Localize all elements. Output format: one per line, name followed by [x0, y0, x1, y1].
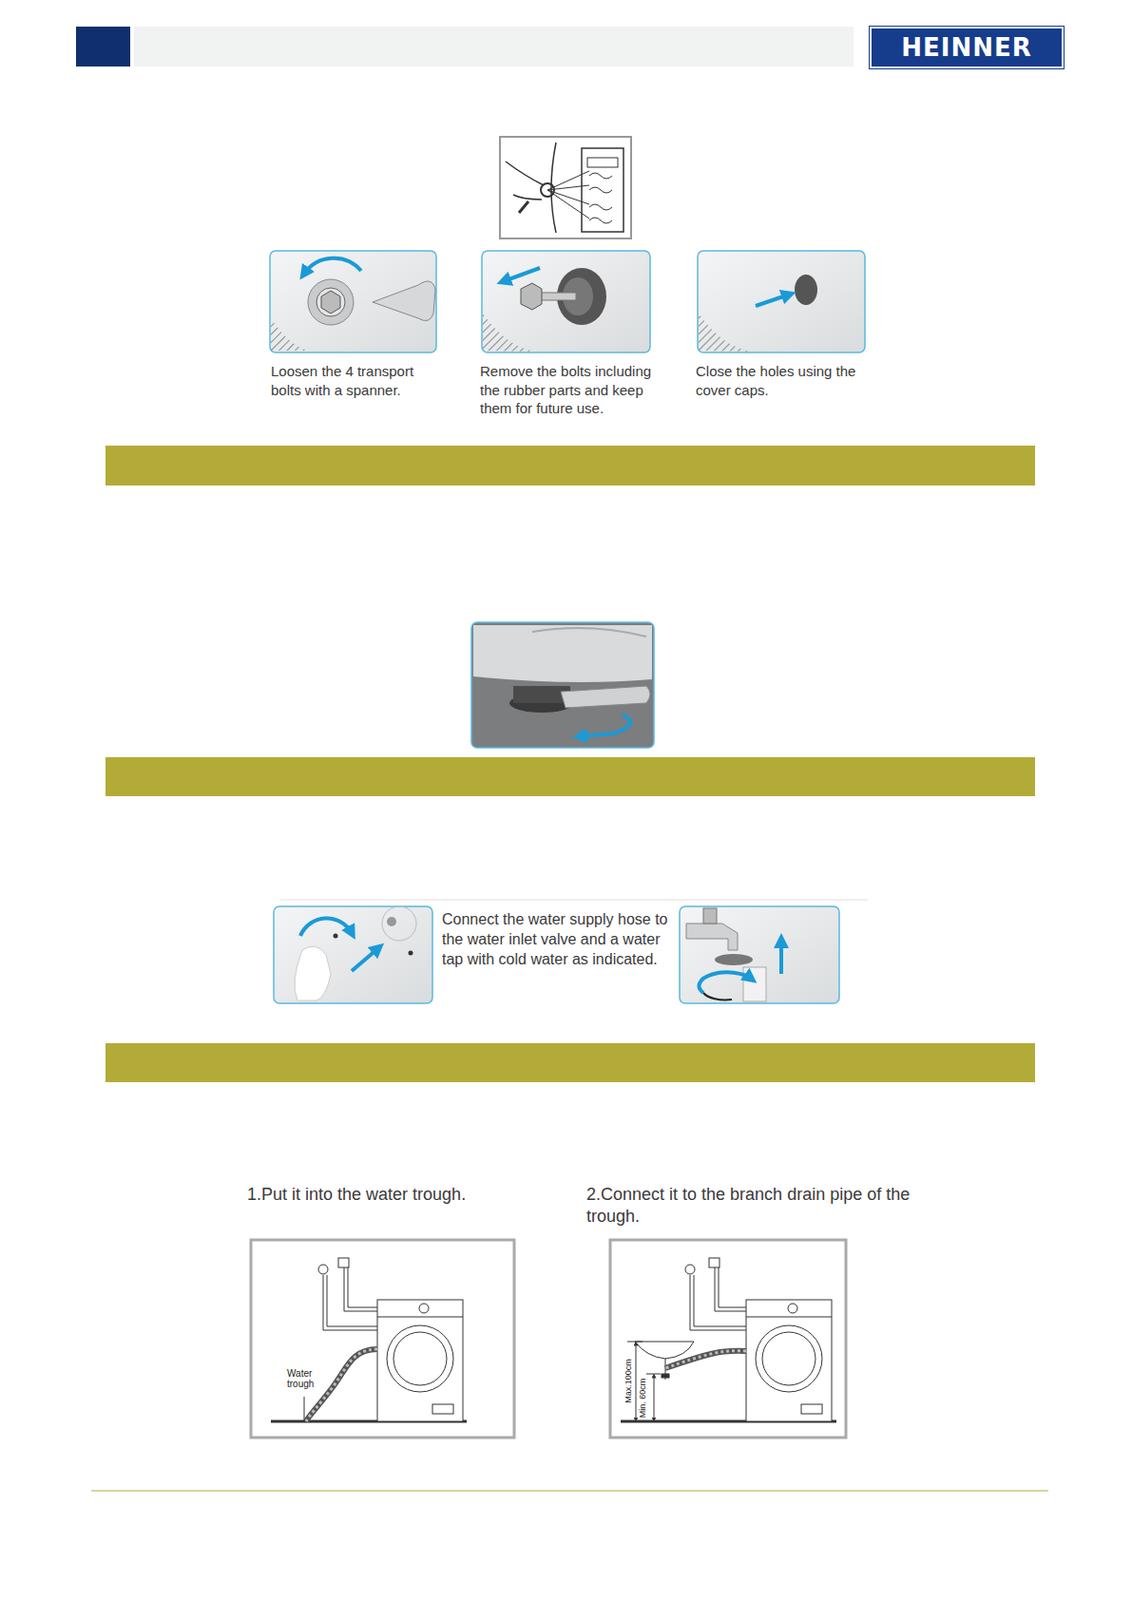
- step-caption: Remove the bolts including the rubber pa…: [479, 362, 653, 419]
- dimension-label: Min. 60cm: [637, 1378, 649, 1419]
- header: [76, 26, 854, 67]
- loosen-bolts-panel: [269, 250, 437, 353]
- drain-pipe-figure: [610, 1240, 846, 1439]
- drain-option-caption: 1.Put it into the water trough.: [247, 1184, 533, 1207]
- step-caption: Close the holes using the cover caps.: [695, 362, 867, 400]
- section-band: [105, 445, 1036, 486]
- part-label: Water trough: [287, 1368, 326, 1390]
- inlet-valve-panel: [273, 906, 433, 1004]
- brand-name: HEINNER: [901, 33, 1033, 62]
- remove-bolts-panel: [481, 250, 651, 353]
- section-band: [105, 757, 1036, 797]
- water-tap-panel: [679, 906, 840, 1004]
- section-band: [105, 1043, 1036, 1083]
- divider-line: [280, 900, 868, 902]
- transport-bolt-overview: [499, 136, 632, 239]
- leveling-foot-picture: [471, 622, 654, 749]
- footer-rule: [91, 1491, 1049, 1493]
- brand-logo: HEINNER: [869, 26, 1064, 69]
- step-caption: Connect the water supply hose to the wat…: [441, 910, 672, 970]
- cover-caps-panel: [697, 250, 865, 353]
- drain-trough-figure: [250, 1240, 515, 1439]
- dimension-label: Max.100cm: [622, 1359, 634, 1404]
- drain-option-caption: 2.Connect it to the branch drain pipe of…: [586, 1184, 915, 1229]
- step-caption: Loosen the 4 transport bolts with a span…: [270, 362, 441, 400]
